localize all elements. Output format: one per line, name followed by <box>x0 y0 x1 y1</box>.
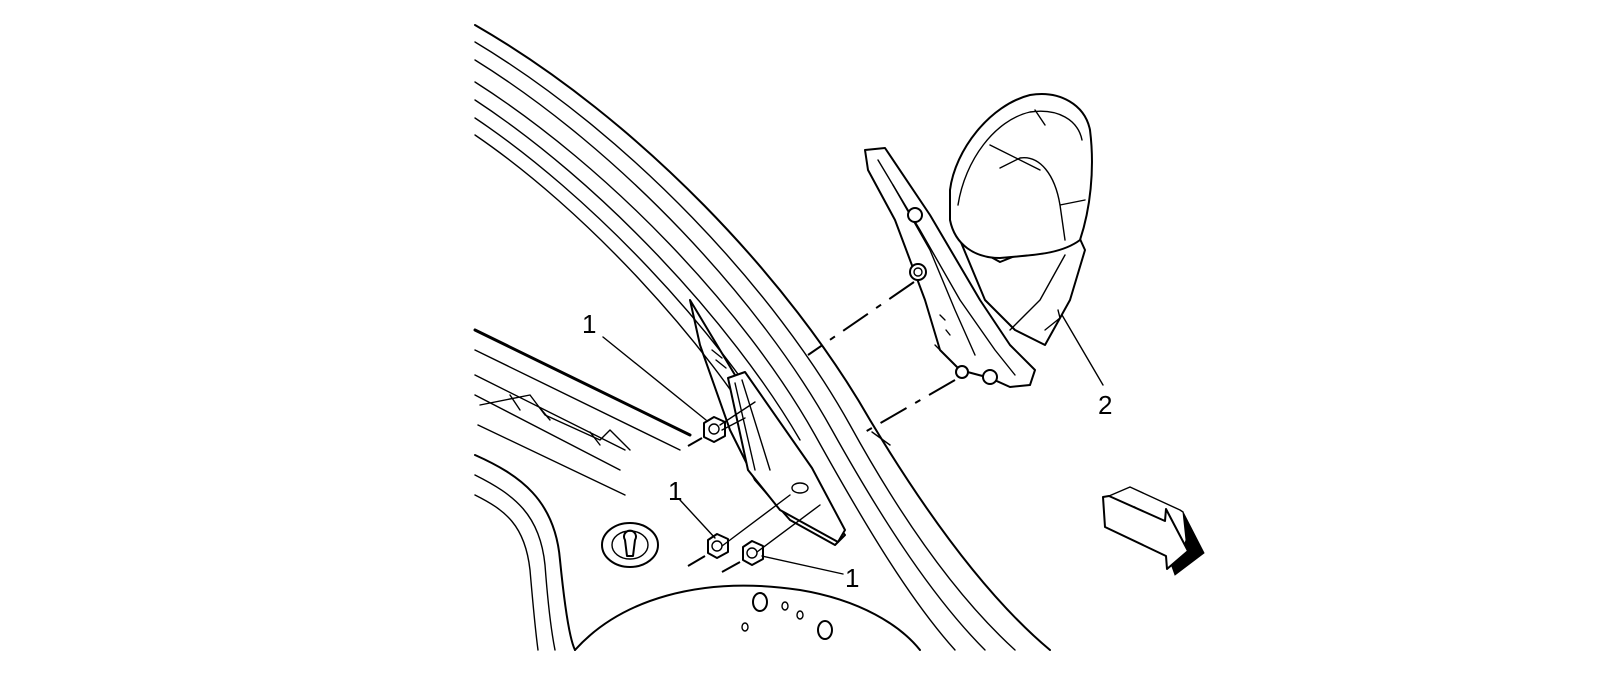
nut-left <box>707 533 729 559</box>
outside-mirror-assembly <box>864 93 1093 388</box>
callout-mirror: 2 <box>1098 390 1112 420</box>
nut-top <box>703 416 746 443</box>
callout-nut-top: 1 <box>582 309 596 339</box>
callouts: 1 1 1 2 <box>582 309 1112 593</box>
mounting-nuts <box>703 416 764 566</box>
callout-nut-right: 1 <box>845 563 859 593</box>
callout-nut-left: 1 <box>668 476 682 506</box>
nut-right <box>742 540 764 566</box>
alignment-lines <box>687 281 956 573</box>
forward-arrow-icon <box>1102 486 1205 576</box>
door-frame <box>473 24 1051 651</box>
